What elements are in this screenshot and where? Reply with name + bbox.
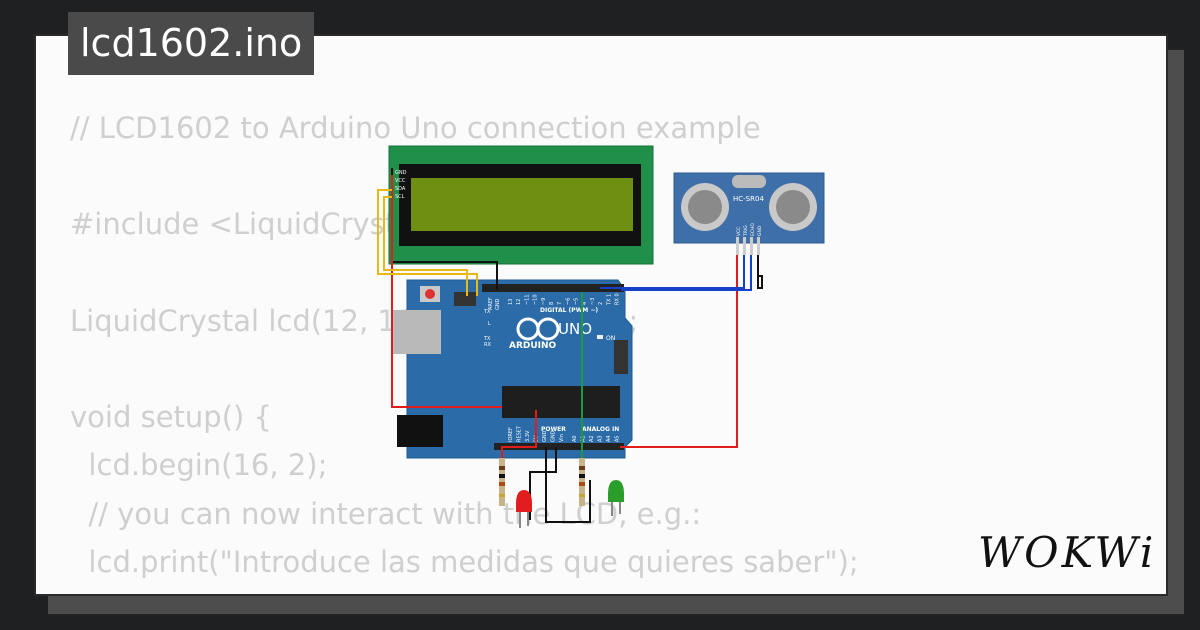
wire-sensor-trig [600,255,745,289]
tx-led-label: TX [483,336,491,342]
wire-sensor-vcc [620,255,738,448]
power-pin-label: IOREF [508,427,514,442]
digital-pin-label: ~6 [565,298,571,305]
arduino-uno-board[interactable]: UNO ARDUINO DIGITAL (PWM ~) POWER ANALOG… [393,279,633,459]
lcd-pin-label: SCL [395,194,405,200]
resistor-green[interactable] [579,458,585,506]
lcd-pin-label: VCC [395,178,406,184]
digital-pin-label: ~10 [533,294,539,305]
sensor-pin-label: ECHO [750,223,756,236]
resistor-red[interactable] [499,458,505,506]
wire-vcc-lcd [391,175,502,408]
power-pin-label: Vin [559,434,565,442]
gnd-pin-label: GND [495,298,501,310]
analog-pin-label: A0 [572,435,578,442]
wire-sda-lcd [377,189,478,296]
digital-pin-label: ~3 [590,298,596,305]
digital-pin-label: 4 [582,302,588,305]
icsp-header [454,292,476,306]
lcd-pin-labels: GND VCC SDA SCL [395,170,407,200]
power-jack [397,415,443,447]
sensor-pin-label: GND [757,225,763,236]
sensor-label: HC-SR04 [733,195,764,203]
code-line: lcd.begin(16, 2); [70,448,328,483]
analog-label: ANALOG IN [582,426,619,433]
code-line: lcd.print("Introduce las medidas que qui… [70,544,859,579]
digital-pin-label: ~11 [524,294,530,305]
digital-pin-label: ~9 [541,298,547,305]
power-pin-label: 3.3V [525,430,531,442]
led-green[interactable] [608,480,624,516]
digital-pin-label: RX 0 [615,293,621,305]
rx-led-label: RX [484,342,491,348]
power-pin-label: GND [542,430,548,442]
code-line: void setup() { [70,400,272,435]
digital-pin-label: ~5 [574,298,580,305]
code-line: // you can now interact with the LCD, e.… [70,496,702,531]
code-line: } [70,586,859,594]
side-header [614,340,628,374]
lcd-pin-label: GND [395,170,407,176]
code-line: // LCD1602 to Arduino Uno connection exa… [70,111,761,145]
digital-pin-label: 2 [598,302,604,305]
usb-port [393,310,441,354]
digital-label: DIGITAL (PWM ~) [540,307,598,314]
reset-button-cap[interactable] [425,289,435,299]
tx-label: TX [483,309,491,315]
lcd1602-module[interactable]: GND VCC SDA SCL [388,145,654,265]
digital-pin-label: 12 [516,299,522,305]
brand-label: ARDUINO [509,341,557,351]
digital-pin-label: 7 [557,302,563,305]
power-label: POWER [541,426,566,433]
file-name-tag: lcd1602.ino [68,12,315,75]
wire-scl-lcd [383,196,468,296]
analog-pin-label: A2 [589,435,595,442]
on-led [597,335,603,339]
wire-red-led [501,410,537,458]
wokwi-logo[interactable]: WOKWi [978,528,1157,577]
code-preview: // LCD1602 to Arduino Uno connection exa… [70,104,859,594]
model-label: UNO [558,320,592,338]
analog-pin-label: A4 [606,435,612,442]
analog-pin-label: A1 [581,435,587,442]
aref-label: AREF [488,297,494,310]
digital-pin-label: TX 1 [606,294,612,306]
wire-sensor-gnd [757,255,763,289]
led-red[interactable] [516,490,532,528]
power-pin-label: GND [551,430,557,442]
lcd-pin-label: SDA [395,186,406,192]
lcd-screen [411,178,633,231]
sensor-pin-label: TRIG [743,225,749,237]
analog-pin-label: A5 [615,435,621,442]
on-label: ON [606,335,615,342]
digital-pin-label: 8 [549,302,555,305]
sensor-pin-label: VCC [736,227,742,236]
wires [377,168,763,523]
analog-pin-label: A3 [598,435,604,442]
wire-sensor-echo [621,255,752,291]
atmega-chip [502,386,620,418]
l-led-label: L [488,321,491,327]
digital-pin-label: 13 [508,299,514,305]
power-analog-header [494,443,624,450]
wire-gnd-leds [545,447,591,523]
digital-header [482,284,624,292]
power-pin-label: RESET [517,425,523,442]
